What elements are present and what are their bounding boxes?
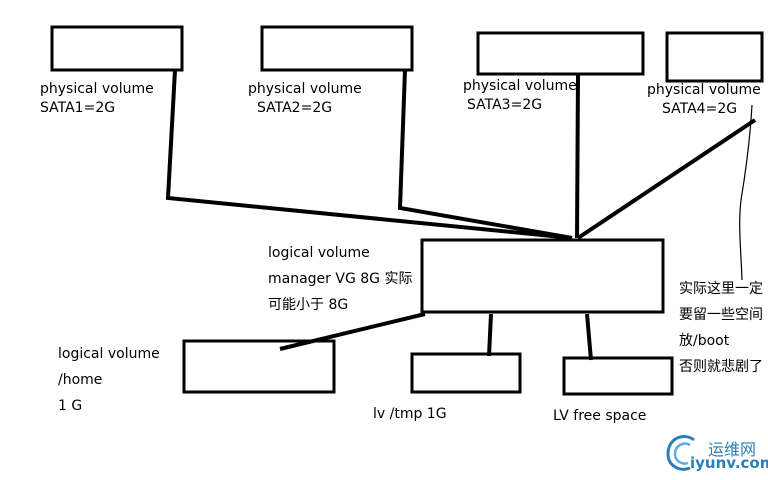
pv-name: physical volume: [248, 81, 362, 97]
lv-tmp-label: lv /tmp 1G: [373, 406, 447, 422]
boot-note-line2: 要留一些空间: [679, 307, 763, 323]
connector-tmp: [487, 313, 493, 357]
pv-size: SATA3=2G: [467, 97, 543, 113]
watermark-logo-icon: [666, 435, 695, 471]
vg-box: [420, 238, 665, 314]
vg-label: logical volume manager VG 8G 实际 可能小于 8G: [268, 240, 412, 318]
lv-home-line1: logical volume: [58, 346, 160, 362]
pv-name: physical volume: [647, 82, 761, 98]
lv-home-line2: /home: [58, 372, 103, 388]
pv-name: physical volume: [463, 78, 577, 94]
connector-sata1: [165, 69, 573, 240]
watermark: 运维网 iyunv.com: [664, 432, 768, 474]
pv-name: physical volume: [40, 81, 154, 97]
watermark-cn: 运维网: [708, 440, 757, 459]
boot-note-line3: 放/boot: [679, 333, 730, 349]
pv-box-sata4: [665, 31, 764, 83]
pv-label-sata2: physical volume SATA2=2G: [248, 80, 362, 118]
lv-box-free: [562, 356, 674, 396]
pv-size: SATA4=2G: [662, 101, 738, 117]
vg-label-line3: 可能小于 8G: [268, 297, 349, 313]
boot-note-line4: 否则就悲剧了: [679, 359, 763, 375]
pv-box-sata3: [476, 31, 645, 76]
vg-label-line1: logical volume: [268, 245, 370, 261]
lv-home-label: logical volume /home 1 G: [58, 341, 160, 419]
connector-sata2: [397, 69, 573, 240]
watermark-en: iyunv.com: [690, 454, 768, 472]
connector-free: [585, 313, 593, 361]
connector-sata3: [575, 73, 580, 239]
note-pointer-line: [739, 104, 753, 281]
lv-free-label: LV free space: [553, 408, 647, 424]
pv-label-sata1: physical volume SATA1=2G: [40, 80, 154, 118]
pv-label-sata4: physical volume SATA4=2G: [647, 81, 761, 119]
connector-home: [279, 312, 426, 351]
boot-note: 实际这里一定 要留一些空间 放/boot 否则就悲剧了: [679, 276, 763, 380]
lv-home-line3: 1 G: [58, 398, 83, 414]
connector-sata4: [576, 118, 757, 240]
boot-note-line1: 实际这里一定: [679, 281, 763, 297]
pv-label-sata3: physical volume SATA3=2G: [463, 77, 577, 115]
pv-size: SATA1=2G: [40, 100, 116, 116]
pv-size: SATA2=2G: [257, 100, 333, 116]
pv-box-sata2: [260, 25, 414, 72]
vg-label-line2: manager VG 8G 实际: [268, 271, 413, 287]
lv-box-home: [182, 339, 336, 394]
lv-box-tmp: [410, 352, 522, 394]
pv-box-sata1: [50, 25, 184, 72]
